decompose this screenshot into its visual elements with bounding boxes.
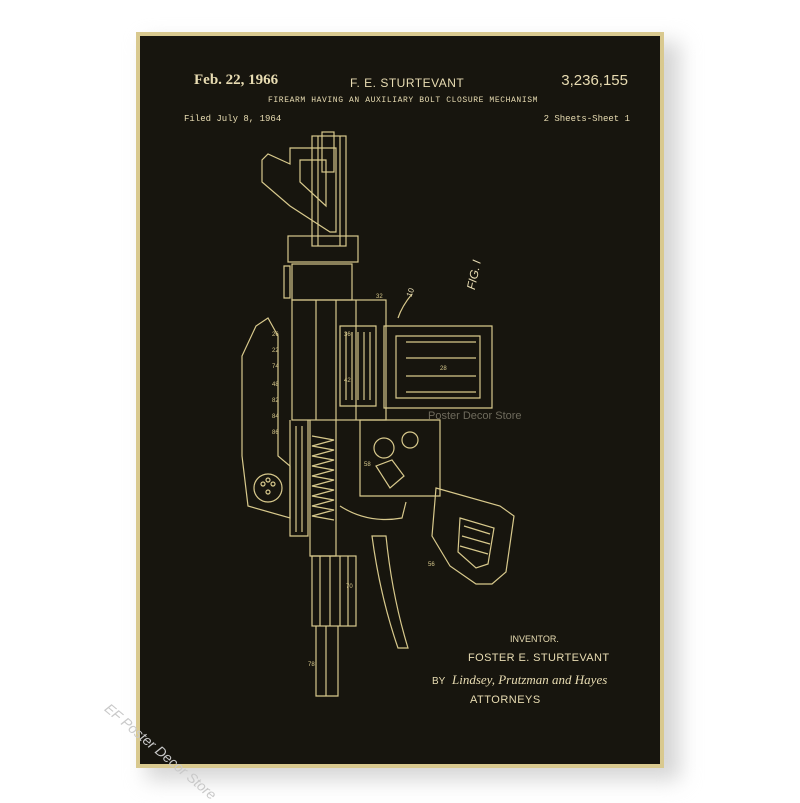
inventor-label: INVENTOR. [510,634,559,644]
magazine-outline [383,325,493,409]
patent-poster: 26 22 74 48 82 84 86 32 28 36 42 58 56 78 70 Feb. … [140,36,660,764]
svg-text:70: 70 [346,584,353,590]
svg-text:78: 78 [308,662,315,668]
svg-text:84: 84 [272,414,279,420]
patent-title: FIREARM HAVING AN AUXILIARY BOLT CLOSURE… [268,96,539,105]
svg-text:56: 56 [428,562,435,568]
filed-date: Filed July 8, 1964 [184,114,282,124]
buttstock-outline [241,317,291,519]
svg-text:86: 86 [272,430,279,436]
attorneys-label: ATTORNEYS [470,694,541,706]
attorney-signature: Lindsey, Prutzman and Hayes [452,672,608,687]
center-watermark: Poster Decor Store [428,410,522,422]
svg-text:32: 32 [376,294,383,300]
pistol-grip-outline [431,487,515,585]
by-label: BY [432,676,446,687]
svg-text:74: 74 [272,364,279,370]
inventor-name: FOSTER E. STURTEVANT [468,652,610,664]
trigger-group-outline [359,419,441,497]
svg-text:58: 58 [364,462,371,468]
svg-text:42: 42 [344,378,351,384]
patent-number: 3,236,155 [561,72,628,89]
patent-inventor-header: F. E. STURTEVANT [350,76,465,90]
rifle-patent-drawing: 26 22 74 48 82 84 86 32 28 36 42 58 56 78 70 [241,131,515,697]
carry-handle-outline [261,147,337,233]
svg-text:36: 36 [344,332,351,338]
svg-text:22: 22 [272,348,279,354]
svg-text:26: 26 [272,332,279,338]
svg-text:48: 48 [272,382,279,388]
patent-date: Feb. 22, 1966 [194,72,279,88]
sheet-count: 2 Sheets-Sheet 1 [543,114,630,124]
svg-text:28: 28 [440,366,447,372]
svg-text:82: 82 [272,398,279,404]
